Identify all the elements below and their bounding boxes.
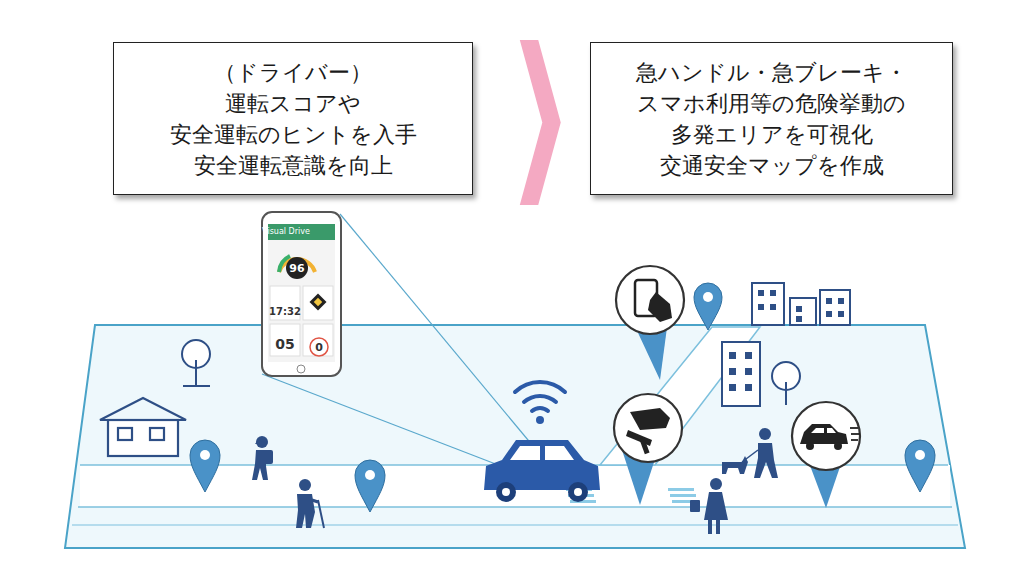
screen-label: 0 <box>315 342 323 353</box>
leader-line <box>262 214 538 468</box>
phone <box>262 212 341 376</box>
map-ground <box>65 325 965 548</box>
road-edge <box>72 524 958 525</box>
box-text: （ドライバー） 運転スコアや 安全運転のヒントを入手 安全運転意識を向上 <box>128 57 458 181</box>
text-box: （ドライバー） 運転スコアや 安全運転のヒントを入手 安全運転意識を向上 <box>113 42 473 195</box>
side-road <box>600 327 760 465</box>
smartphone-icon <box>635 280 672 322</box>
screen-label: Visual Drive <box>262 228 310 236</box>
building <box>722 283 850 406</box>
building-window <box>729 290 844 391</box>
box-text: 急ハンドル・急ブレーキ・ スマホ利用等の危険挙動の 多発エリアを可視化 交通安全… <box>605 57 938 181</box>
speeding-car-icon <box>800 424 860 450</box>
screen-label: 17:32 <box>269 307 301 317</box>
house <box>100 398 186 456</box>
screen-label: 96 <box>289 263 304 274</box>
flow-chevron <box>520 40 561 205</box>
brake-pedal-icon <box>626 408 670 454</box>
pedestrian <box>252 428 778 534</box>
text-box: 急ハンドル・急ブレーキ・ スマホ利用等の危険挙動の 多発エリアを可視化 交通安全… <box>590 42 953 195</box>
wifi-dot <box>536 416 544 424</box>
car <box>484 440 600 502</box>
road-edge <box>78 506 952 508</box>
wifi-symbol <box>515 382 565 411</box>
screen-label: 05 <box>275 337 294 351</box>
icon-circle <box>614 266 860 470</box>
